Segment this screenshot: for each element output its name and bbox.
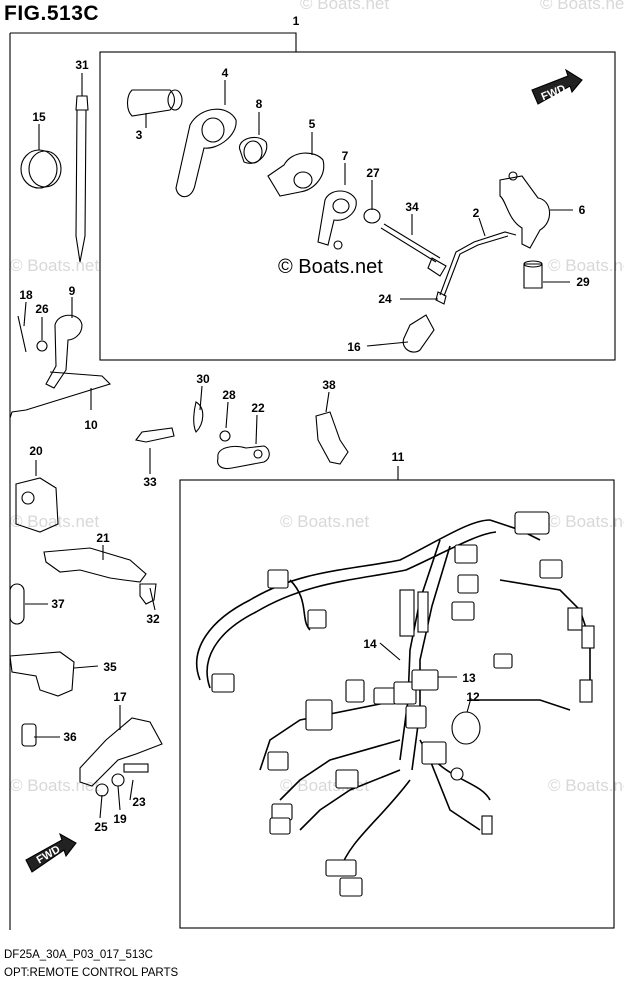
callout-6[interactable]: 6 — [578, 203, 586, 217]
callout-20[interactable]: 20 — [29, 444, 43, 458]
watermark: © Boats.net — [10, 776, 100, 795]
callout-30[interactable]: 30 — [196, 372, 210, 386]
upper-assembly-frame — [99, 51, 616, 361]
watermark: © Boats.net — [10, 512, 100, 531]
callout-37[interactable]: 37 — [51, 597, 65, 611]
figure-description: OPT:REMOTE CONTROL PARTS — [4, 967, 179, 979]
watermark: © Boats.net — [280, 512, 370, 531]
watermark: © Boats.net — [548, 776, 624, 795]
callout-29[interactable]: 29 — [576, 275, 590, 289]
callout-23[interactable]: 23 — [132, 795, 146, 809]
callout-3[interactable]: 3 — [135, 128, 143, 142]
callout-36[interactable]: 36 — [63, 730, 77, 744]
callout-26[interactable]: 26 — [35, 302, 49, 316]
callout-10[interactable]: 10 — [84, 418, 98, 432]
callout-7[interactable]: 7 — [341, 149, 349, 163]
callout-24[interactable]: 24 — [378, 292, 392, 306]
callout-22[interactable]: 22 — [251, 401, 265, 415]
callout-21[interactable]: 21 — [96, 531, 110, 545]
callout-5[interactable]: 5 — [308, 117, 316, 131]
watermark: © Boats.net — [540, 0, 624, 13]
callout-2[interactable]: 2 — [472, 206, 480, 220]
callout-16[interactable]: 16 — [347, 340, 361, 354]
callout-18[interactable]: 18 — [19, 288, 33, 302]
callout-35[interactable]: 35 — [103, 660, 117, 674]
watermark: © Boats.net — [10, 256, 100, 275]
callout-15[interactable]: 15 — [32, 110, 46, 124]
callout-28[interactable]: 28 — [222, 388, 236, 402]
callout-17[interactable]: 17 — [113, 690, 127, 704]
callout-33[interactable]: 33 — [143, 475, 157, 489]
callout-13[interactable]: 13 — [462, 671, 476, 685]
callout-11[interactable]: 11 — [391, 450, 405, 464]
callout-38[interactable]: 38 — [322, 378, 336, 392]
callout-9[interactable]: 9 — [68, 284, 76, 298]
callout-4[interactable]: 4 — [221, 66, 229, 80]
callout-12[interactable]: 12 — [466, 690, 480, 704]
figure-code: DF25A_30A_P03_017_513C — [4, 949, 153, 961]
callout-31[interactable]: 31 — [75, 58, 89, 72]
callout-25[interactable]: 25 — [94, 820, 108, 834]
watermark: © Boats.net — [548, 512, 624, 531]
callout-14[interactable]: 14 — [363, 637, 377, 651]
brand-watermark: © Boats.net — [278, 256, 383, 278]
figure-title: FIG.513C — [4, 2, 100, 25]
callout-8[interactable]: 8 — [255, 97, 263, 111]
callout-34[interactable]: 34 — [405, 200, 419, 214]
callout-19[interactable]: 19 — [113, 812, 127, 826]
watermark: © Boats.net — [548, 256, 624, 275]
callout-27[interactable]: 27 — [366, 166, 380, 180]
watermark: © Boats.net — [300, 0, 390, 13]
harness-frame — [179, 479, 615, 929]
callout-32[interactable]: 32 — [146, 612, 160, 626]
callout-1[interactable]: 1 — [292, 14, 300, 28]
